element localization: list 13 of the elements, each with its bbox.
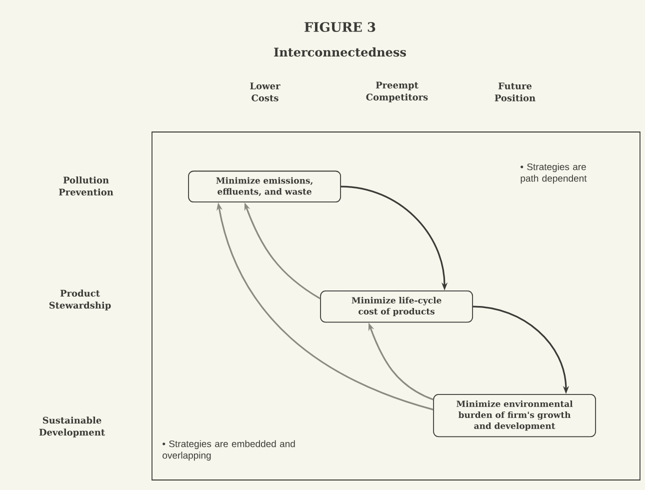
process-box: Minimize emissions, effluents, and waste (188, 170, 341, 202)
row-header: Product Stewardship (49, 290, 111, 310)
process-box: Minimize environmental burden of firm's growth and development (433, 394, 596, 438)
figure-title: FIGURE 3 (304, 22, 376, 32)
figure-subtitle: Interconnectedness (274, 47, 406, 57)
row-header: Pollution Prevention (59, 176, 114, 196)
bullet-note: • Strategies are path dependent (520, 163, 587, 184)
bullet-note: • Strategies are embedded and overlapping (162, 440, 295, 461)
column-header: Lower Costs (250, 82, 280, 102)
process-box: Minimize life-cycle cost of products (320, 290, 473, 323)
column-header: Future Position (494, 82, 536, 102)
row-header: Sustainable Development (39, 416, 106, 438)
column-header: Preempt Competitors (366, 82, 428, 102)
